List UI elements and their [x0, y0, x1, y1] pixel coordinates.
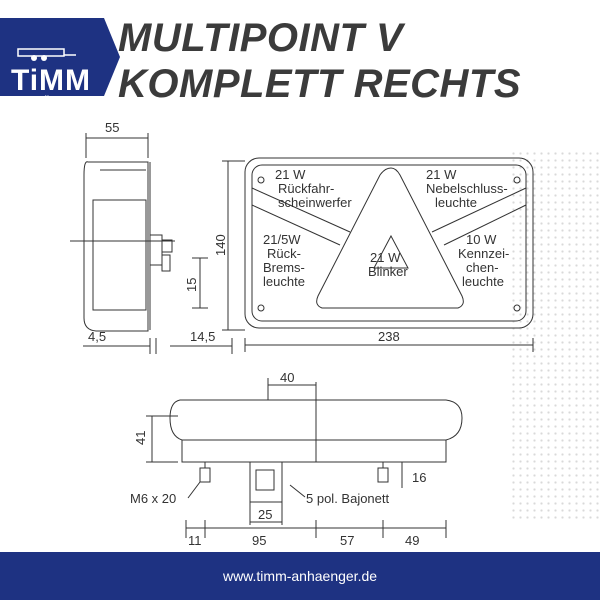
seg-ml-line3: leuchte [263, 274, 305, 289]
footer-url[interactable]: www.timm-anhaenger.de [222, 568, 378, 584]
seg-mr-watt: 10 W [466, 232, 497, 247]
dot-pattern [510, 150, 600, 520]
trailer-icon [17, 48, 76, 61]
dim-side-mount: 14,5 [190, 329, 215, 344]
bottom-bolt-right [377, 467, 389, 483]
dim-front-width: 238 [378, 329, 400, 344]
label-bolt: M6 x 20 [130, 491, 176, 506]
bottom-bolt-left [199, 467, 211, 483]
warning-triangle [316, 167, 464, 309]
bottom-view-housing [169, 399, 463, 463]
seg-tr-watt: 21 W [426, 167, 457, 182]
dim-side-offset: 15 [184, 278, 199, 292]
seg-tl-line1: Rückfahr- [278, 181, 334, 196]
front-view-housing [244, 157, 534, 329]
seg-ml-line1: Rück- [267, 246, 301, 261]
dim-seg4: 49 [405, 533, 419, 548]
dim-bottom-height: 41 [133, 431, 148, 445]
seg-tl-line2: scheinwerfer [278, 195, 352, 210]
label-connector: 5 pol. Bajonett [306, 491, 390, 506]
seg-ml-line2: Brems- [263, 260, 305, 275]
page-title-line1: MULTIPOINT V [118, 16, 404, 60]
dim-seg3: 57 [340, 533, 354, 548]
side-view-housing [83, 161, 149, 332]
seg-mr-line3: leuchte [462, 274, 504, 289]
seg-center-line1: Blinker [368, 264, 408, 279]
dim-connector-span: 40 [280, 370, 294, 385]
seg-tr-line2: leuchte [435, 195, 477, 210]
dim-side-rear: 4,5 [88, 329, 106, 344]
seg-ml-watt: 21/5W [263, 232, 301, 247]
side-view-connector [149, 234, 163, 266]
seg-center-watt: 21 W [370, 250, 401, 265]
brand-subtitle: ANHÄNGER [20, 96, 82, 107]
dim-side-height: 140 [213, 234, 228, 256]
dim-side-width: 55 [105, 120, 119, 135]
dim-seg1: 11 [188, 533, 202, 548]
seg-mr-line1: Kennzei- [458, 246, 509, 261]
dim-seg2: 95 [252, 533, 266, 548]
page-title-line2: KOMPLETT RECHTS [118, 62, 522, 106]
side-view-lens [92, 199, 147, 311]
seg-tl-watt: 21 W [275, 167, 306, 182]
bottom-connector [249, 461, 283, 503]
brand-logo: TiMM ANHÄNGER [0, 18, 120, 107]
dim-connector-width: 25 [258, 507, 272, 522]
footer-bar [0, 552, 600, 600]
seg-tr-line1: Nebelschluss- [426, 181, 508, 196]
seg-mr-line2: chen- [466, 260, 499, 275]
dim-bolt-length: 16 [412, 470, 426, 485]
brand-name: TiMM [10, 64, 92, 97]
